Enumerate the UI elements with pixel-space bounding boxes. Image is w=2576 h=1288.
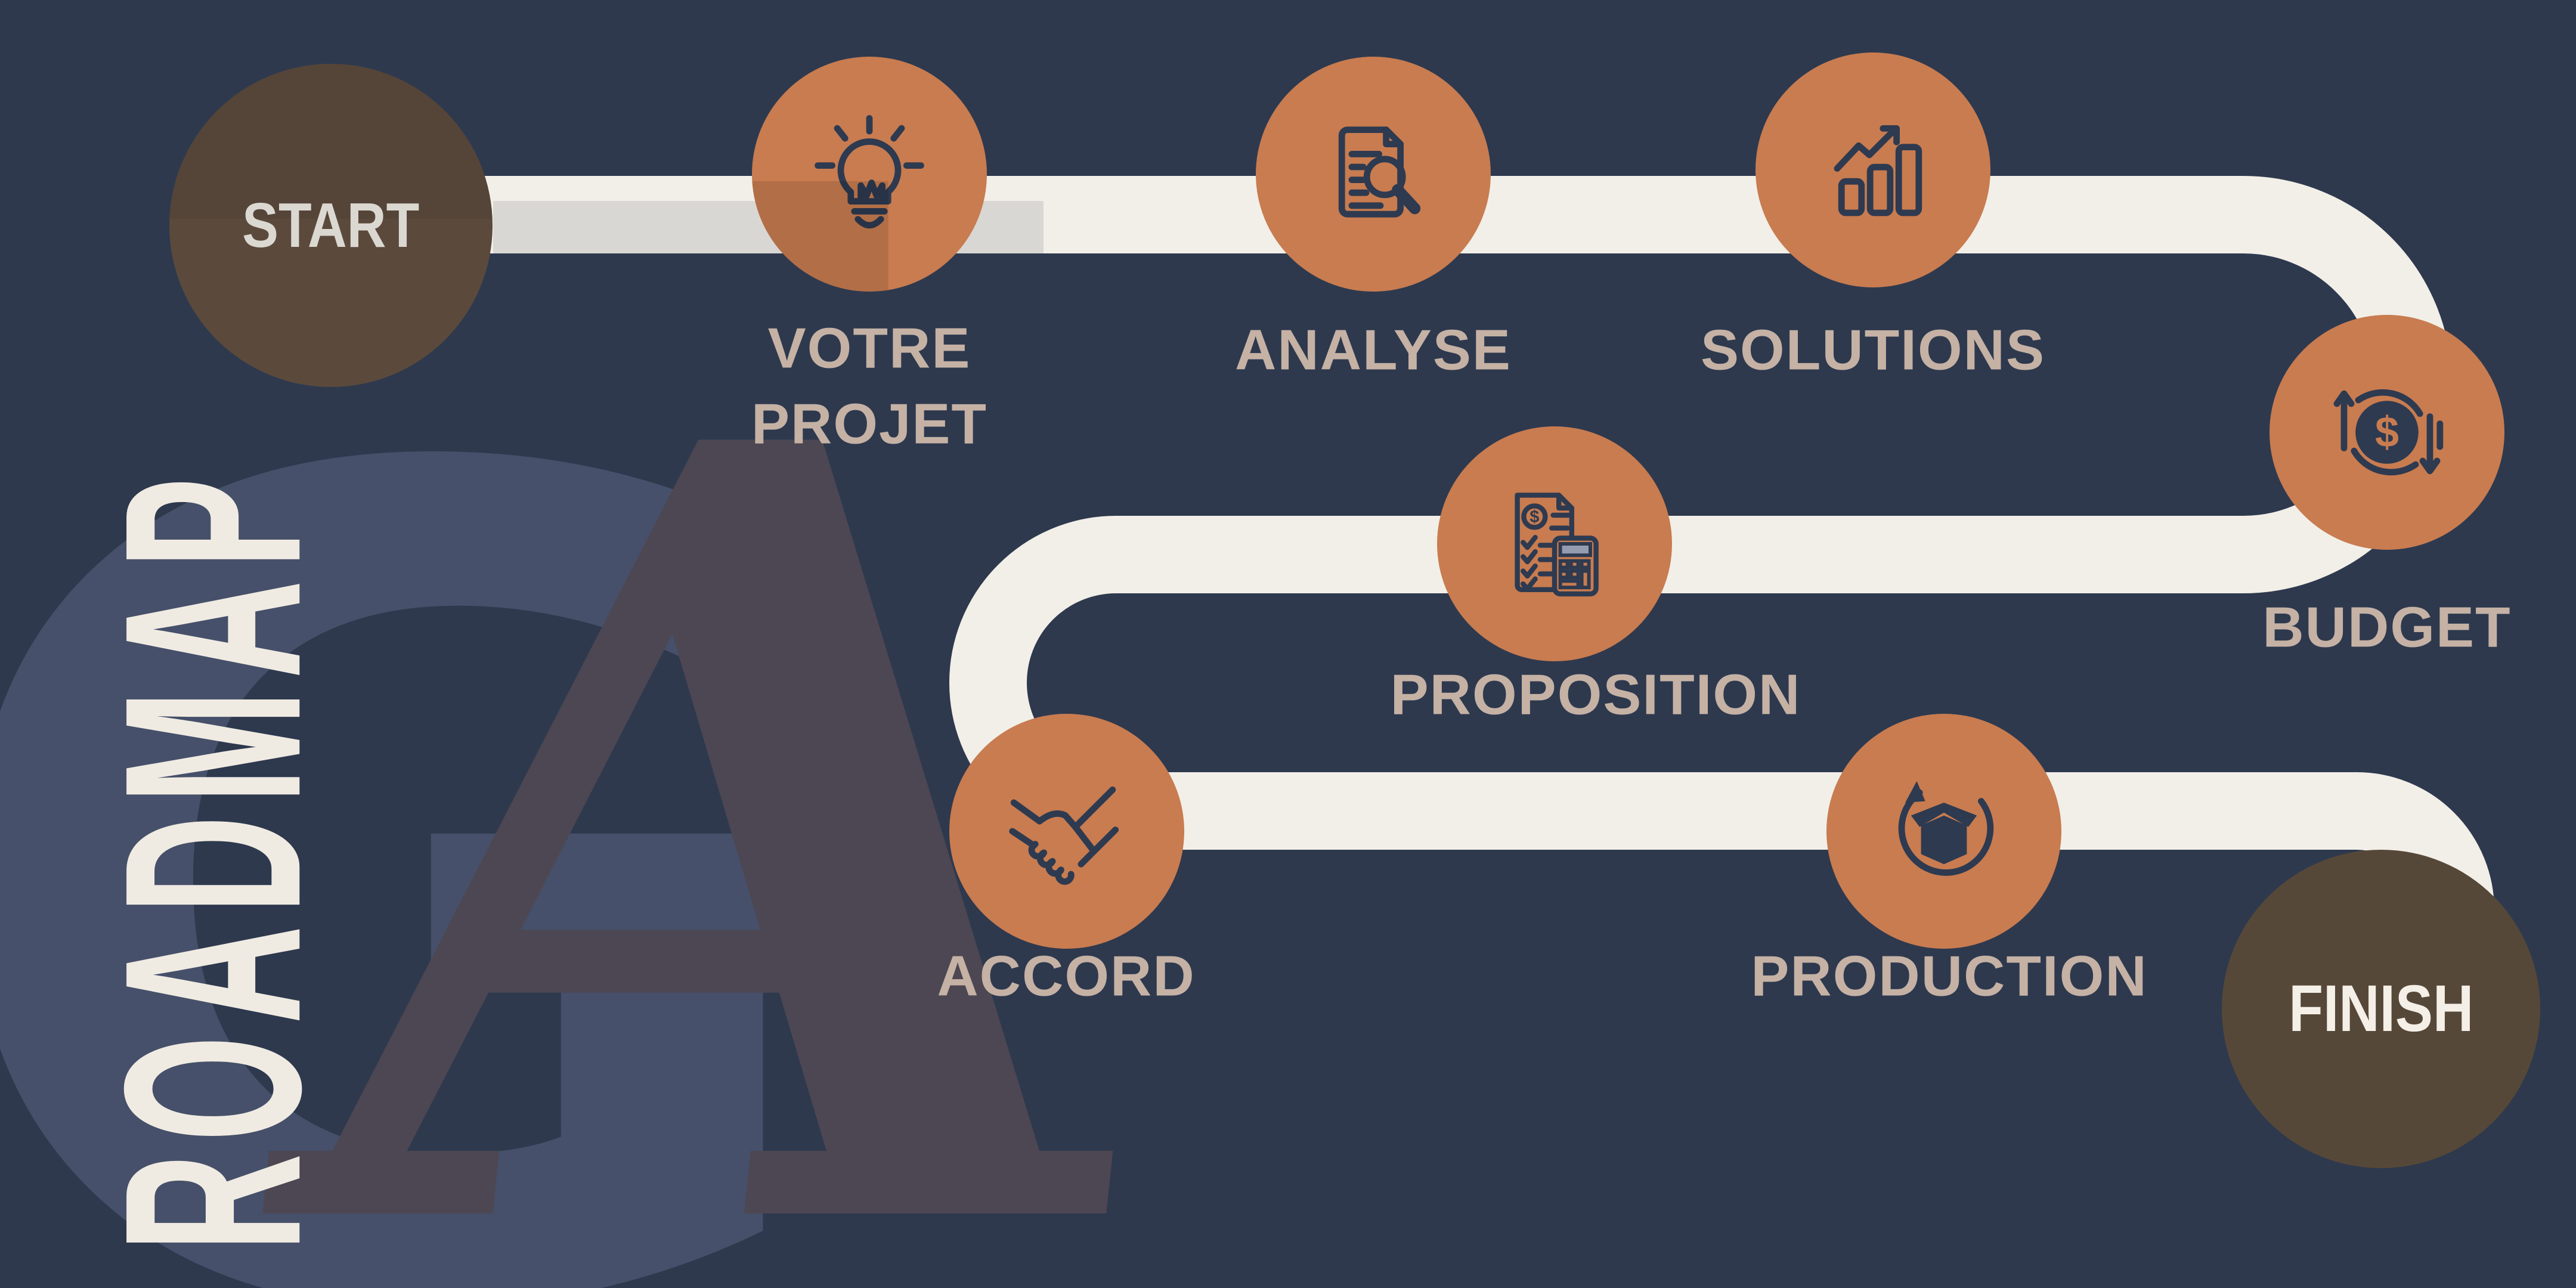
step-circle-votre-projet bbox=[752, 57, 987, 292]
start-label: START bbox=[242, 190, 420, 261]
start-node: START bbox=[169, 64, 493, 387]
money-flow-icon: $ bbox=[2333, 389, 2444, 476]
finish-label: FINISH bbox=[2288, 972, 2474, 1045]
label-accord: ACCORD bbox=[937, 944, 1196, 1008]
label-votre-projet-line2: PROJET bbox=[751, 392, 988, 456]
page-title: ROADMAP bbox=[73, 466, 354, 1252]
step-circle-production bbox=[1826, 714, 2061, 949]
label-analyse: ANALYSE bbox=[1235, 318, 1512, 382]
label-production: PRODUCTION bbox=[1751, 944, 2148, 1008]
watermark-letter-g: G bbox=[0, 241, 847, 1288]
step-circle-solutions bbox=[1755, 52, 1990, 287]
budget-dollar-glyph: $ bbox=[2375, 408, 2399, 456]
step-circle-accord bbox=[949, 714, 1184, 949]
document-search-icon bbox=[1338, 126, 1421, 218]
growth-chart-icon bbox=[1834, 125, 1922, 216]
label-votre-projet-line1: VOTRE bbox=[767, 316, 971, 380]
label-votre-projet: VOTRE PROJET bbox=[751, 311, 987, 462]
label-proposition: PROPOSITION bbox=[1390, 662, 1801, 727]
step-circle-proposition: $ bbox=[1437, 426, 1672, 661]
proposition-dollar-glyph: $ bbox=[1530, 507, 1539, 527]
lightbulb-icon bbox=[815, 115, 924, 229]
step-circle-analyse bbox=[1256, 57, 1491, 292]
handshake-icon bbox=[1009, 787, 1119, 885]
finish-node: FINISH bbox=[2222, 850, 2540, 1168]
step-circle-budget: $ bbox=[2270, 315, 2504, 550]
label-budget: BUDGET bbox=[2262, 595, 2512, 660]
package-cycle-icon bbox=[1898, 781, 1994, 876]
invoice-calculator-icon: $ bbox=[1515, 493, 1599, 597]
label-solutions: SOLUTIONS bbox=[1700, 318, 2046, 382]
